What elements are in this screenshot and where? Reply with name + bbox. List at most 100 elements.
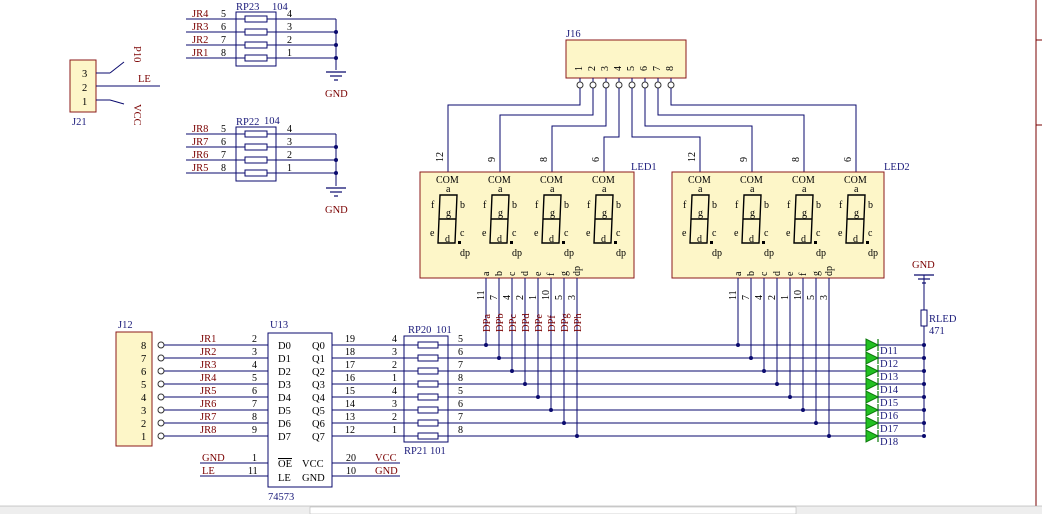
led-diode-D16: D16 bbox=[865, 403, 926, 422]
seg-b-label: b bbox=[512, 200, 517, 211]
seg-pin-letter: g bbox=[811, 271, 822, 276]
j12-pin-6: 6 bbox=[141, 367, 146, 378]
u13-q-pin: Q0 bbox=[312, 341, 325, 352]
seg-f-label: f bbox=[735, 200, 739, 211]
diode-triangle bbox=[865, 429, 880, 443]
u13-q-pin: Q6 bbox=[312, 419, 325, 430]
rp23-pin-l3: 7 bbox=[221, 35, 226, 46]
diode-label: D18 bbox=[880, 437, 898, 448]
seg-g-label: g bbox=[854, 208, 859, 219]
seg-dp-dot bbox=[710, 241, 713, 244]
seg-a-label: a bbox=[750, 184, 755, 195]
seg-b-label: b bbox=[616, 200, 621, 211]
seg-e-label: e bbox=[482, 228, 487, 239]
seg-dp-label: dp bbox=[712, 248, 722, 259]
rp-right-pin: 5 bbox=[458, 334, 463, 345]
seg-pin-letter: e bbox=[785, 271, 796, 276]
j16-pin-4: 4 bbox=[613, 66, 624, 71]
rp-left-pin: 2 bbox=[392, 412, 397, 423]
com-label: COM bbox=[488, 175, 511, 186]
diode-triangle bbox=[865, 338, 880, 352]
seg-a-label: a bbox=[854, 184, 859, 195]
rp23-value: 104 bbox=[272, 2, 289, 13]
rp-right-pin: 5 bbox=[458, 386, 463, 397]
dp-net-label: DPe bbox=[534, 314, 545, 332]
j21-connector: 3 2 1 P10 LE VCC J21 bbox=[69, 46, 160, 128]
u13-vcc-label: VCC bbox=[302, 459, 324, 470]
seg-pin-number: 1 bbox=[528, 295, 539, 300]
j12-pin-2: 2 bbox=[141, 419, 146, 430]
u13-in-net: JR1 bbox=[200, 334, 216, 345]
j12-pin-3: 3 bbox=[141, 406, 146, 417]
dp-net-label: DPh bbox=[573, 313, 584, 332]
j16-pin-5: 5 bbox=[626, 66, 637, 71]
led2-com3-pin: 8 bbox=[791, 157, 802, 162]
seg-b-label: b bbox=[868, 200, 873, 211]
u13-out-num: 18 bbox=[345, 347, 355, 358]
com-label: COM bbox=[540, 175, 563, 186]
u13-out-num: 14 bbox=[345, 399, 355, 410]
rp23-pin-r3: 2 bbox=[287, 35, 292, 46]
rp23-net-1: JR4 bbox=[192, 9, 209, 20]
seg-d-label: d bbox=[749, 234, 754, 245]
rp-resistor bbox=[417, 367, 439, 375]
led1-display: LED1 COMabcdefgdpCOMabcdefgdpCOMabcdefgd… bbox=[419, 162, 657, 279]
led1-com1-pin: 12 bbox=[435, 152, 446, 162]
rp-right-pin: 6 bbox=[458, 347, 463, 358]
seg-pin-number: 3 bbox=[567, 295, 578, 300]
seg-pin-letter: d bbox=[520, 271, 531, 276]
seg-b-label: b bbox=[460, 200, 465, 211]
j16-pin-6: 6 bbox=[639, 66, 650, 71]
led-diode-D12: D12 bbox=[865, 351, 926, 370]
u13-gnd-net: GND bbox=[375, 466, 398, 477]
j16-pin-hole bbox=[667, 81, 675, 89]
seven-seg-outline bbox=[689, 194, 710, 244]
rp21-ref: RP21 bbox=[404, 446, 427, 457]
seven-seg-outline bbox=[593, 194, 614, 244]
seg-pin-number: 11 bbox=[476, 290, 487, 300]
j16-pin-hole bbox=[615, 81, 623, 89]
seven-seg-outline bbox=[437, 194, 458, 244]
seg-f-label: f bbox=[839, 200, 843, 211]
j16-com-wires bbox=[447, 88, 857, 172]
u13-in-num: 7 bbox=[252, 399, 257, 410]
seg-b-label: b bbox=[712, 200, 717, 211]
u13-out-num: 17 bbox=[345, 360, 355, 371]
seg-pin-number: 4 bbox=[754, 295, 765, 300]
seg-a-label: a bbox=[550, 184, 555, 195]
j12-pin-hole bbox=[157, 354, 165, 362]
seg-g-label: g bbox=[750, 208, 755, 219]
seg-d-label: d bbox=[697, 234, 702, 245]
dp-net-label: DPb bbox=[495, 313, 506, 332]
seg-pin-letter: c bbox=[507, 271, 518, 276]
j16-pin-7: 7 bbox=[652, 66, 663, 71]
com-label: COM bbox=[792, 175, 815, 186]
u13-d-pin: D2 bbox=[278, 367, 291, 378]
seg-e-label: e bbox=[682, 228, 687, 239]
rp22-resistor-pack: RP22 104 JR8 JR7 JR6 JR5 5 6 7 8 4 3 2 1… bbox=[186, 116, 348, 216]
u13-vcc-net: VCC bbox=[375, 453, 397, 464]
seg-e-label: e bbox=[586, 228, 591, 239]
rp22-net-1: JR8 bbox=[192, 124, 208, 135]
seg-pin-letter: f bbox=[546, 272, 557, 276]
u13-in-net: JR8 bbox=[200, 425, 216, 436]
com-label: COM bbox=[436, 175, 459, 186]
rp-right-pin: 8 bbox=[458, 425, 463, 436]
u13-in-net: JR7 bbox=[200, 412, 216, 423]
u13-in-num: 9 bbox=[252, 425, 257, 436]
rp-left-pin: 2 bbox=[392, 360, 397, 371]
u13-in-net: JR3 bbox=[200, 360, 216, 371]
com-label: COM bbox=[592, 175, 615, 186]
u13-in-num: 2 bbox=[252, 334, 257, 345]
rp-left-pin: 4 bbox=[392, 334, 397, 345]
j16-pin-8: 8 bbox=[665, 66, 676, 71]
seg-dp-dot bbox=[510, 241, 513, 244]
j21-pin-1: 1 bbox=[82, 97, 87, 108]
seg-g-label: g bbox=[698, 208, 703, 219]
u13-le-num: 11 bbox=[248, 466, 258, 477]
j12-pin-4: 4 bbox=[141, 393, 147, 404]
